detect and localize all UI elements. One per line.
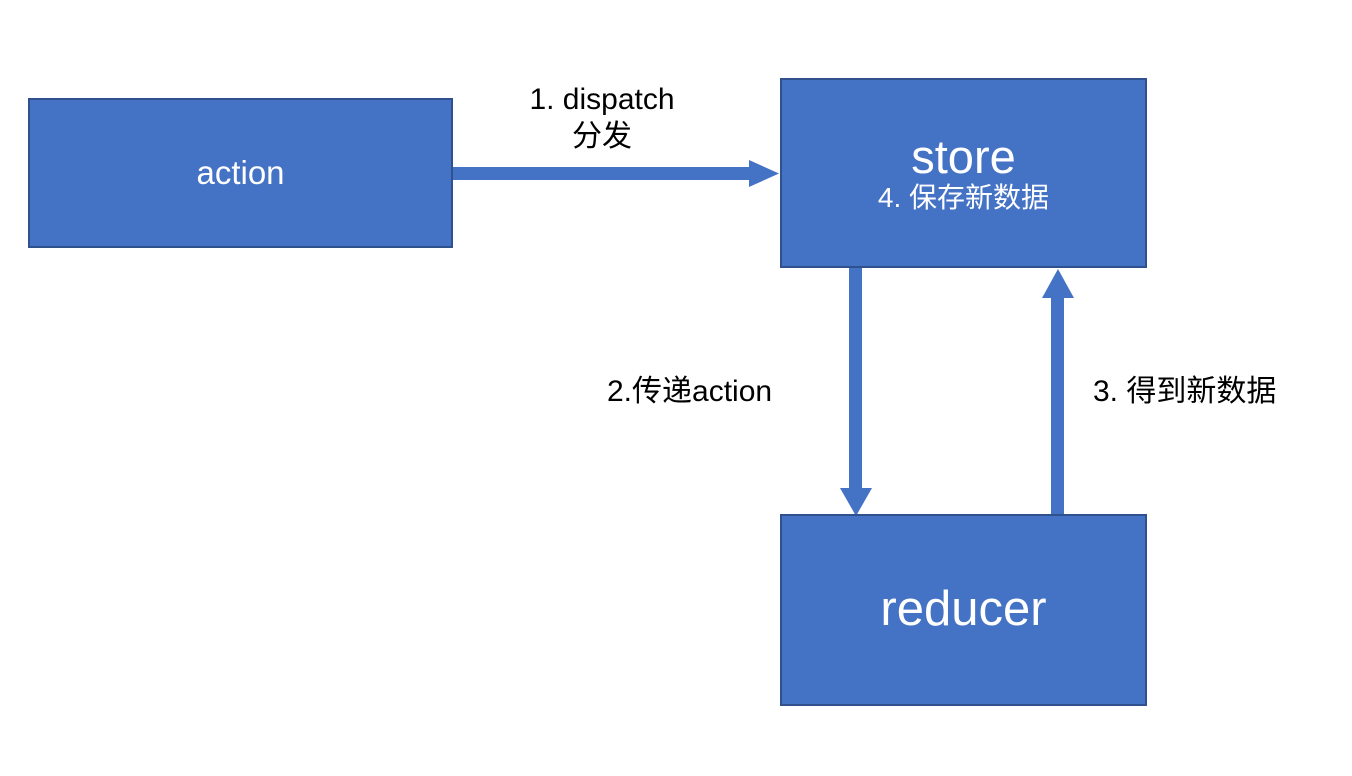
arrow-shaft	[1051, 296, 1064, 518]
arrow-shaft	[849, 268, 862, 489]
arrow-shaft	[453, 167, 750, 180]
edge-label-dispatch: 1. dispatch 分发	[516, 82, 688, 155]
arrow-head	[1042, 269, 1074, 298]
arrow-reducer-to-store	[1040, 268, 1076, 518]
edge-label-new-data: 3. 得到新数据	[1093, 374, 1276, 411]
node-action-label: action	[196, 153, 285, 191]
node-reducer[interactable]: reducer	[780, 514, 1147, 706]
edge-label-dispatch-line1: 1. dispatch	[529, 83, 675, 116]
node-reducer-label: reducer	[880, 582, 1047, 637]
arrow-head	[840, 488, 872, 516]
arrow-head	[749, 160, 779, 187]
edge-label-pass-action: 2.传递action	[607, 374, 772, 411]
node-action[interactable]: action	[28, 98, 453, 248]
node-store-label: store	[911, 129, 1016, 183]
node-store-sublabel: 4. 保存新数据	[877, 182, 1050, 214]
node-store[interactable]: store 4. 保存新数据	[780, 78, 1147, 268]
arrow-store-to-reducer	[838, 268, 874, 518]
arrow-action-to-store	[453, 158, 783, 190]
edge-label-dispatch-line2: 分发	[572, 119, 632, 153]
edge-label-new-data-text: 3. 得到新数据	[1093, 375, 1277, 408]
edge-label-pass-action-text: 2.传递action	[607, 375, 773, 408]
